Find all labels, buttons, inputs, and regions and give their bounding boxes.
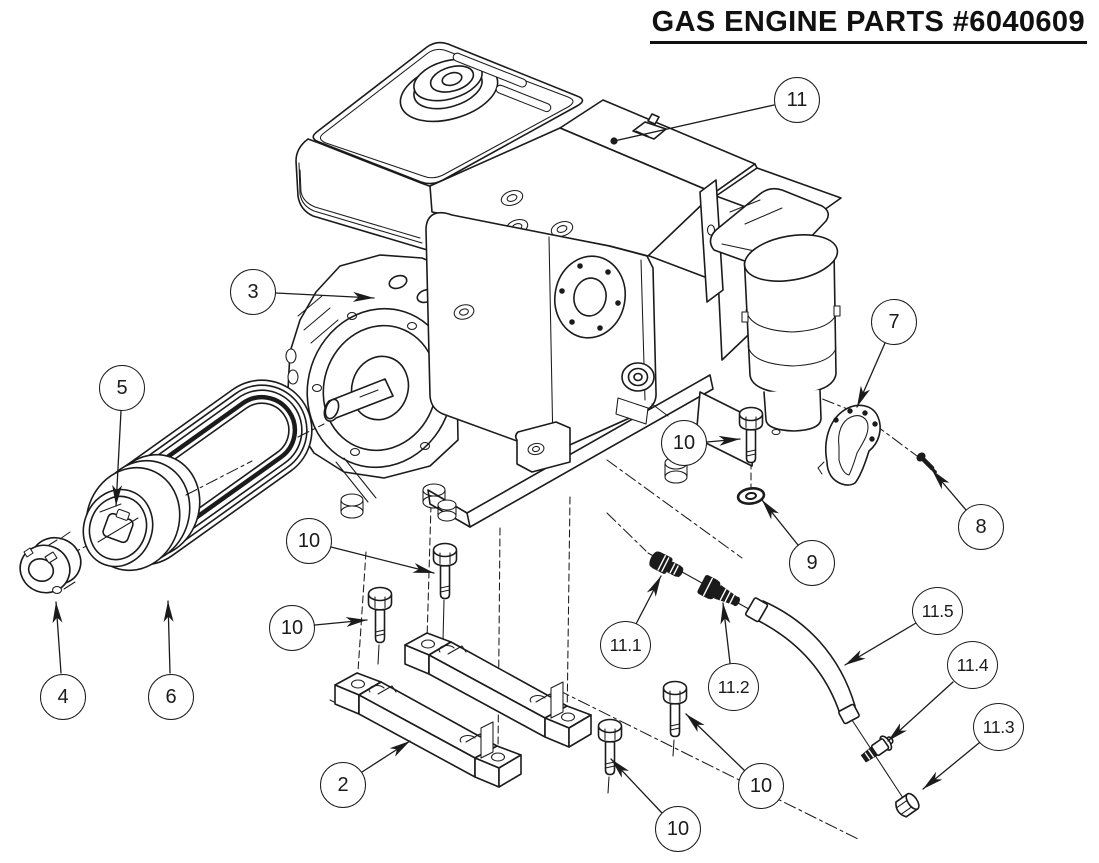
callout-6-label: 6 (165, 685, 177, 708)
callout-5-label: 5 (116, 376, 128, 399)
callout-10-d: 10 (738, 763, 784, 809)
callout-11-1: 11.1 (600, 621, 651, 669)
bolt (367, 586, 393, 644)
callout-11-2-label: 11.2 (717, 676, 750, 697)
page-title: GAS ENGINE PARTS #6040609 (649, 6, 1087, 44)
callout-7: 7 (871, 299, 917, 345)
callout-9-label: 9 (806, 551, 818, 574)
callout-11-3: 11.3 (973, 703, 1024, 751)
callout-9: 9 (789, 540, 835, 586)
fuel-tank (295, 41, 584, 252)
callout-2-label: 2 (337, 773, 349, 796)
callout-4: 4 (40, 674, 86, 720)
fuel-fitting-11-2 (697, 575, 741, 607)
callout-11-1-label: 11.1 (609, 634, 642, 655)
carburetor-boss (615, 362, 669, 425)
pto-flange (554, 255, 626, 339)
callout-11-3-label: 11.3 (982, 716, 1015, 737)
callout-11-5: 11.5 (912, 587, 963, 635)
callout-11-label: 11 (786, 88, 808, 111)
muffler-guard (817, 404, 881, 486)
guard-screw (916, 452, 937, 473)
washer (736, 487, 766, 505)
callout-10-label: 10 (672, 431, 696, 454)
engine-base (427, 362, 757, 528)
callout-4-label: 4 (57, 685, 69, 708)
callout-6: 6 (148, 674, 194, 720)
centerline-overlays (185, 423, 325, 496)
callout-8-label: 8 (975, 515, 987, 538)
callout-10-label: 10 (280, 616, 304, 639)
callout-8: 8 (958, 504, 1004, 550)
engine-assembly (285, 41, 842, 528)
callout-11-4: 11.4 (947, 641, 998, 689)
bolt (662, 680, 688, 738)
hub (19, 531, 82, 595)
callout-11-2: 11.2 (708, 663, 759, 711)
callout-10-label: 10 (749, 774, 773, 797)
muffler (699, 167, 842, 436)
fuel-fitting-11-1 (649, 551, 684, 577)
callout-3: 3 (230, 269, 276, 315)
callout-10-label: 10 (297, 529, 321, 552)
callout-5: 5 (99, 365, 145, 411)
fuel-cap (399, 58, 499, 123)
callout-7-label: 7 (888, 310, 900, 333)
callout-10-label: 10 (666, 817, 690, 840)
bolt (432, 542, 458, 600)
callout-3-label: 3 (247, 280, 259, 303)
fuel-cap-fitting-11-3 (895, 792, 920, 818)
callout-10-c: 10 (269, 605, 315, 651)
callout-11-4-label: 11.4 (956, 654, 989, 675)
callout-11: 11 (774, 77, 820, 123)
callout-10-e: 10 (655, 806, 701, 852)
callout-2: 2 (320, 762, 366, 808)
crankshaft (323, 378, 394, 422)
callout-10-a: 10 (661, 420, 707, 466)
callout-11-5-label: 11.5 (921, 600, 954, 621)
fuel-hose (745, 597, 860, 725)
callout-10-b: 10 (286, 518, 332, 564)
leader-lines (52, 104, 980, 814)
